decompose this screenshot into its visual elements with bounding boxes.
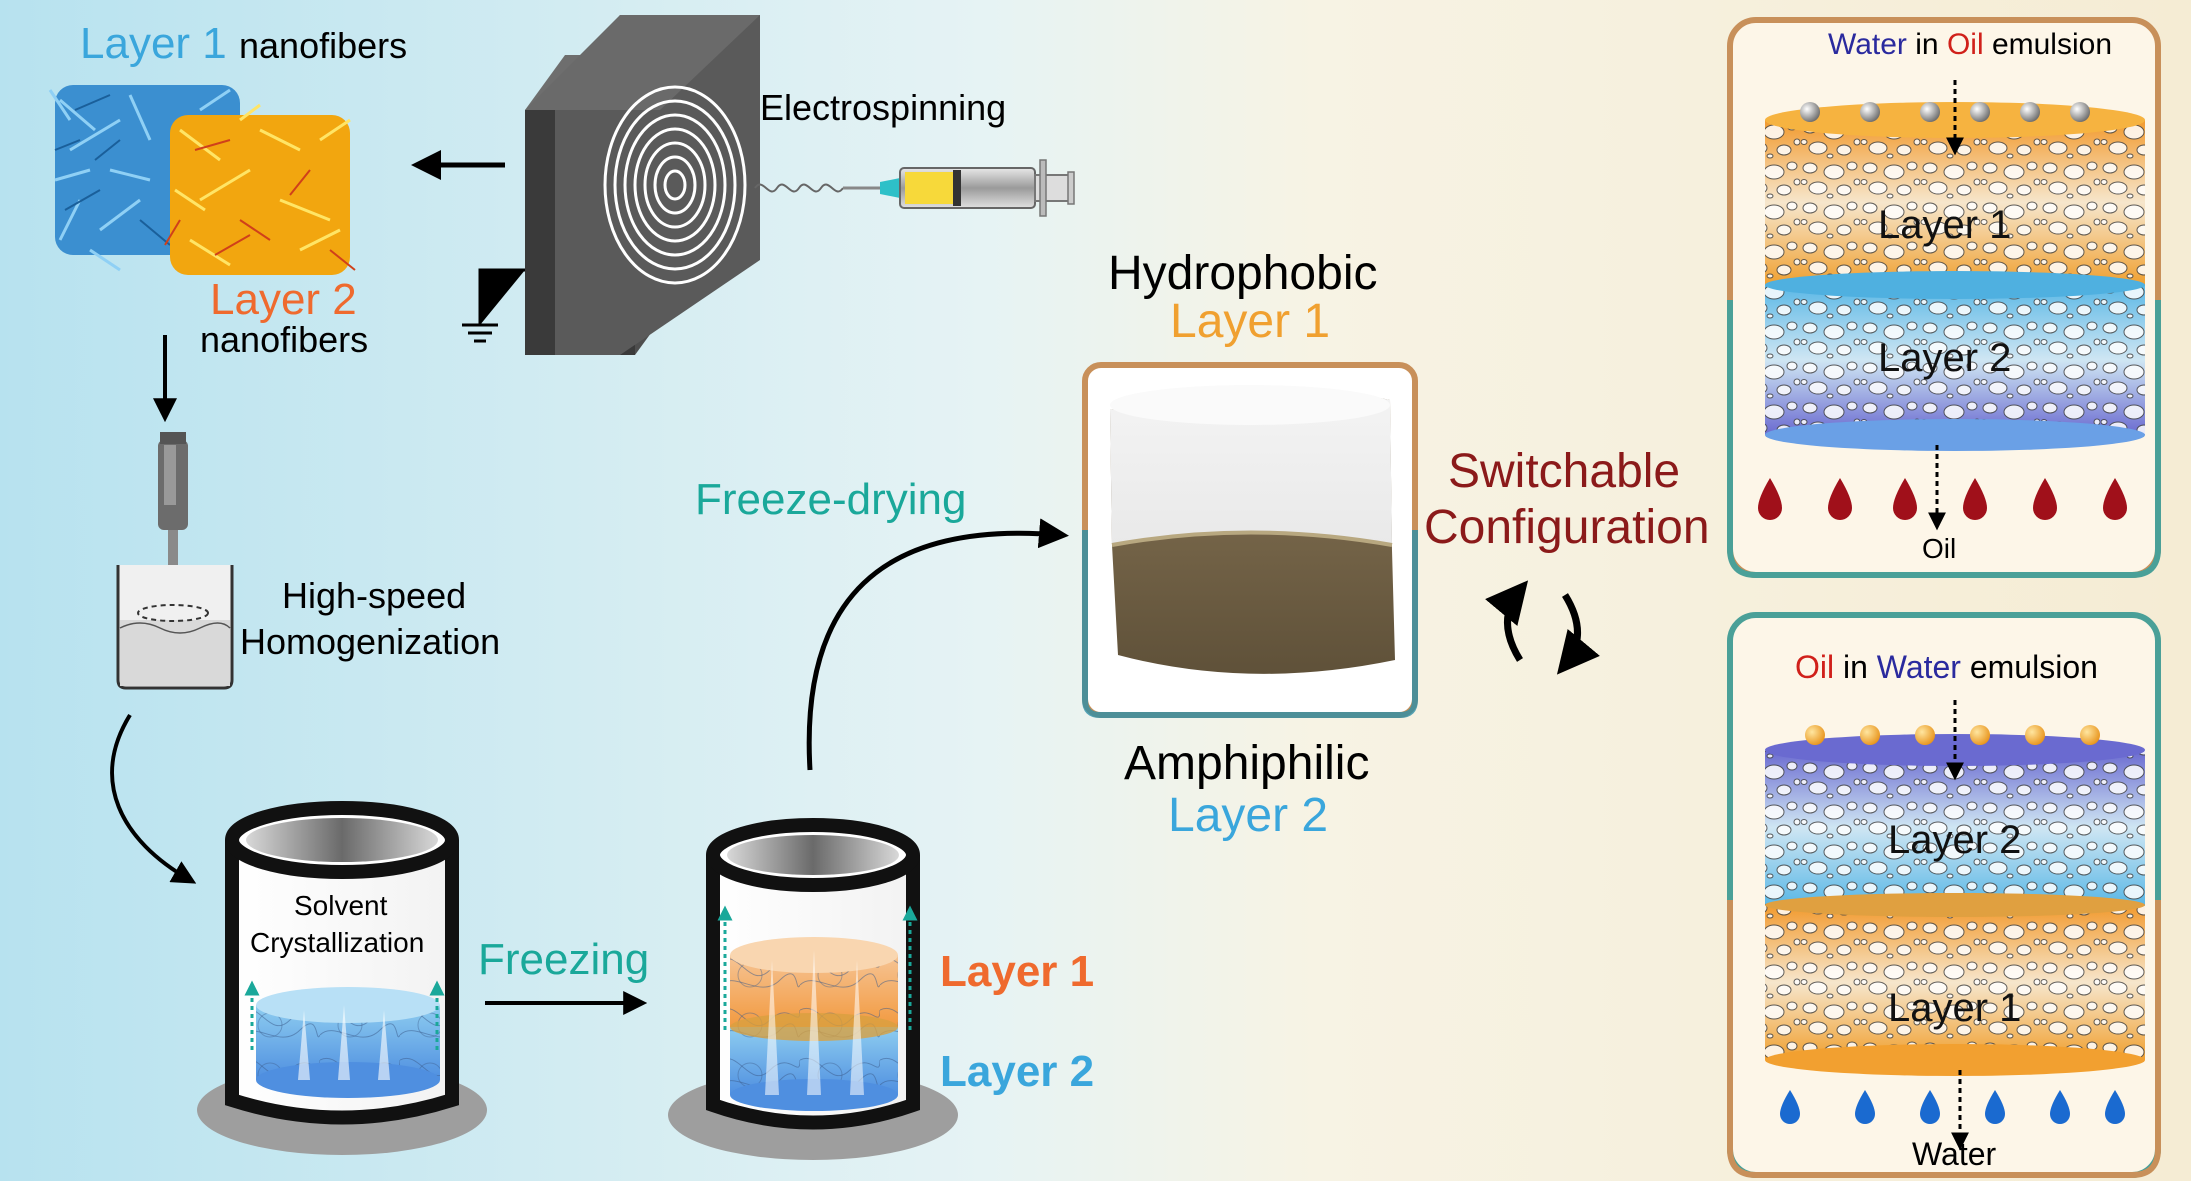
- panel-top-title-emulsion: emulsion: [1983, 28, 2113, 61]
- layer2-suffix: nanofibers: [200, 319, 369, 360]
- panel-oil-in-water: [1727, 612, 2161, 1178]
- panel-bottom-title-in: in: [1834, 649, 1877, 685]
- layer2-nanofiber-block: [164, 103, 356, 275]
- layer1-suffix: nanofibers: [239, 25, 408, 66]
- panel-bottom-output: Water: [1912, 1136, 1997, 1172]
- collector-plate: [525, 15, 760, 355]
- sponge-bottom-layer-label: Layer 2: [1168, 789, 1329, 842]
- electrospinning-label: Electrospinning: [760, 87, 1007, 128]
- switchable-line1: Switchable: [1448, 445, 1681, 498]
- freeze-drying-label: Freeze-drying: [695, 475, 967, 524]
- panel-top-title-oil: Oil: [1946, 28, 1984, 61]
- panel-top-output: Oil: [1922, 533, 1957, 564]
- solvent-line1: Solvent: [294, 890, 388, 921]
- panel-bottom-title: Oil in Water emulsion: [1795, 651, 2098, 683]
- panel-bottom-lower-layer: Layer 1: [1888, 986, 2022, 1030]
- panel-top-title-in: in: [1906, 28, 1947, 61]
- frozen-cylinder: [668, 818, 958, 1160]
- homogenization-line2: Homogenization: [240, 621, 501, 662]
- arrow-freeze-drying: [806, 518, 1069, 771]
- panel-top-upper-layer: Layer 1: [1878, 203, 2012, 247]
- homogenization-line1: High-speed: [282, 575, 467, 616]
- beaker-layer2-label: Layer 2: [940, 1047, 1095, 1096]
- sponge-photo-box: [1082, 362, 1418, 718]
- panel-top-title-water: Water: [1828, 28, 1907, 61]
- crystallization-cylinder: [197, 801, 487, 1155]
- layer1-word: Layer 1: [80, 19, 227, 68]
- panel-top-lower-layer: Layer 2: [1878, 336, 2012, 380]
- panel-bottom-title-oil: Oil: [1795, 649, 1835, 685]
- hydrophobic-label: Hydrophobic: [1108, 247, 1378, 300]
- switchable-line2: Configuration: [1424, 501, 1710, 554]
- panel-water-in-oil: [1727, 17, 2161, 578]
- layer1-nanofibers-label: Layer 1 nanofibers: [80, 22, 407, 66]
- panel-bottom-upper-layer: Layer 2: [1888, 818, 2022, 862]
- sponge-top-layer-label: Layer 1: [1170, 295, 1331, 348]
- amphiphilic-label: Amphiphilic: [1124, 737, 1370, 790]
- panel-bottom-title-emulsion: emulsion: [1960, 649, 2098, 685]
- beaker: [116, 565, 234, 690]
- layer2-word: Layer 2: [210, 275, 357, 324]
- syringe: [754, 159, 1075, 217]
- beaker-layer1-label: Layer 1: [940, 947, 1095, 996]
- solvent-line2: Crystallization: [250, 927, 425, 958]
- arrow-homogenizer-to-crystallization: [110, 713, 197, 884]
- ground-symbol: [462, 268, 525, 343]
- panel-bottom-title-water: Water: [1876, 649, 1961, 685]
- freezing-label: Freezing: [478, 935, 650, 984]
- panel-top-title: Water in Oil emulsion: [1828, 30, 2112, 60]
- switch-arrows-icon: [1485, 580, 1600, 675]
